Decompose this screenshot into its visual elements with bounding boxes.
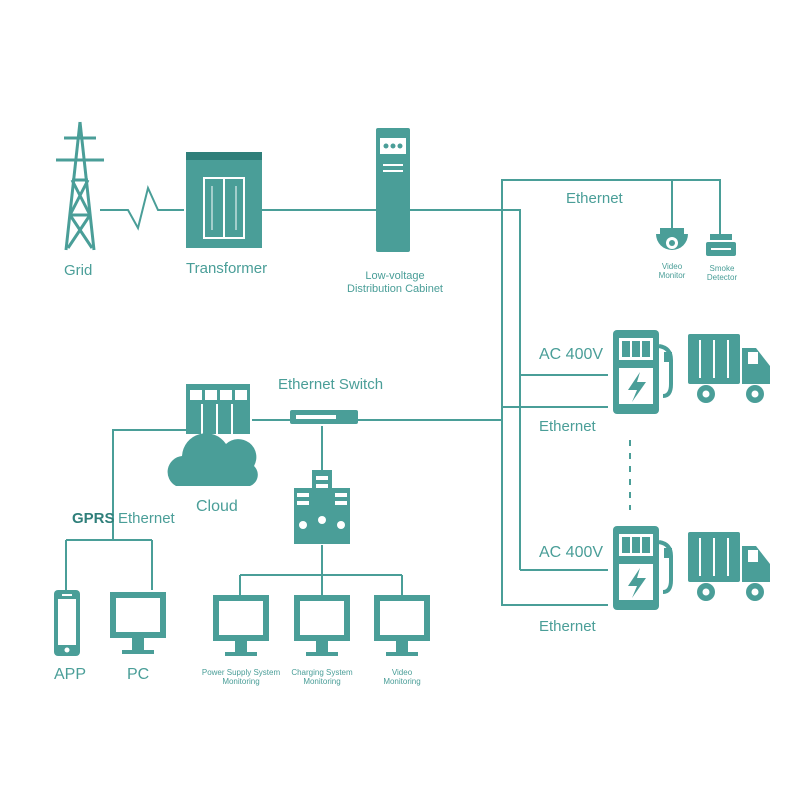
charging-station-lower-icon	[613, 526, 673, 610]
power-tower-icon	[56, 121, 104, 251]
ethernet-upper-label: Ethernet	[539, 418, 596, 435]
video-monitor-label: Video Monitor	[652, 262, 692, 280]
left-ethernet-line	[112, 429, 188, 540]
transformer-icon	[186, 152, 262, 248]
cabinet-label-line2: Distribution Cabinet	[347, 282, 443, 295]
monitor-charging-system-label: Charging System Monitoring	[286, 668, 358, 686]
ethernet-trunk	[501, 179, 721, 606]
monitor-power-supply-icon	[213, 595, 269, 656]
video-camera-icon	[656, 228, 688, 250]
cloud-label: Cloud	[196, 498, 238, 515]
smoke-detector-icon	[706, 234, 736, 256]
smoke-detector-label-line2: Detector	[706, 273, 738, 283]
monitor-charging-system-label-line2: Monitoring	[303, 677, 341, 687]
cabinet-label-line1: Low-voltage	[365, 270, 425, 282]
ethernet-left-label: Ethernet	[118, 510, 175, 527]
ethernet-top-label: Ethernet	[566, 190, 623, 207]
ac-lower-label: AC 400V	[539, 544, 604, 561]
video-monitor-label-line2: Monitor	[658, 271, 686, 281]
cabinet-label: Low-voltage Distribution Cabinet	[336, 270, 454, 295]
app-label: APP	[54, 666, 87, 683]
cloud-server-icon	[167, 384, 258, 486]
monitor-video-label: Video Monitoring	[372, 668, 432, 686]
ac-upper-label: AC 400V	[539, 346, 604, 363]
transformer-label: Transformer	[186, 260, 268, 277]
distribution-cabinet-icon	[376, 128, 410, 252]
gprs-label: GPRS	[72, 510, 115, 527]
video-monitor-label-line1: Video	[661, 262, 683, 271]
monitor-power-supply-label: Power Supply System Monitoring	[198, 668, 284, 686]
pc-label: PC	[127, 666, 150, 683]
monitor-video-label-line2: Monitoring	[383, 677, 421, 687]
monitor-power-supply-label-line2: Monitoring	[222, 677, 260, 687]
grid-label: Grid	[64, 262, 93, 279]
ethernet-switch-label: Ethernet Switch	[278, 376, 384, 393]
monitor-charging-system-icon	[294, 595, 350, 656]
monitor-video-label-line1: Video	[391, 668, 413, 677]
power-trunk	[410, 209, 608, 376]
ethernet-switch-icon	[290, 410, 358, 424]
pc-monitor-icon	[110, 592, 166, 654]
smoke-detector-label-line1: Smoke	[709, 264, 735, 273]
truck-upper-icon	[688, 334, 770, 403]
monitor-charging-system-label-line1: Charging System	[291, 668, 353, 677]
monitor-video-icon	[374, 595, 430, 656]
power-line-grid	[100, 184, 184, 231]
charging-station-upper-icon	[613, 330, 673, 414]
ethernet-lower-label: Ethernet	[539, 618, 596, 635]
smoke-detector-label: Smoke Detector	[702, 264, 742, 282]
phone-icon	[54, 590, 80, 656]
monitor-power-supply-label-line1: Power Supply System	[201, 668, 281, 677]
servers-icon	[294, 470, 350, 544]
truck-lower-icon	[688, 532, 770, 601]
